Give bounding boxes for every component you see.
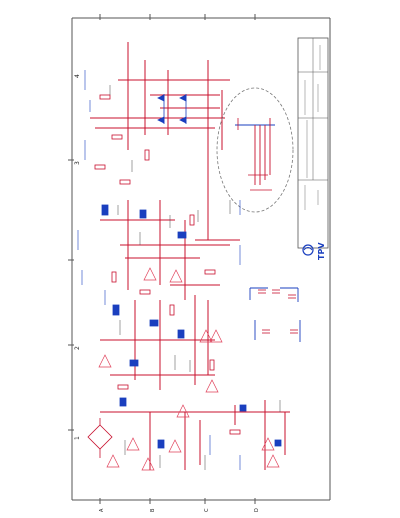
blue-components [101,94,282,449]
mid-right-subcircuit [249,287,301,342]
bridge-rectifier [87,418,113,458]
title-block [297,37,329,249]
ground-symbols [98,267,280,471]
wiring [90,42,290,470]
logo-mark-icon [302,244,314,256]
zone-label-bottom-2: B [150,508,156,512]
zone-label-left-1: 4 [74,74,81,78]
callout-ellipse [216,87,294,213]
logo-text: TPV [317,242,326,260]
zone-label-bottom-1: A [99,508,105,512]
zone-label-left-4: 1 [74,436,81,440]
company-logo: TPV [300,238,328,262]
designator-text [109,85,281,470]
net-labels [77,70,241,470]
zone-label-left-2: 3 [74,161,81,165]
zone-label-left-3: 2 [74,346,81,350]
passive-components [94,94,298,435]
zone-label-bottom-3: C [204,508,210,513]
zone-label-bottom-4: D [254,508,260,512]
drawing-frame [68,14,331,504]
